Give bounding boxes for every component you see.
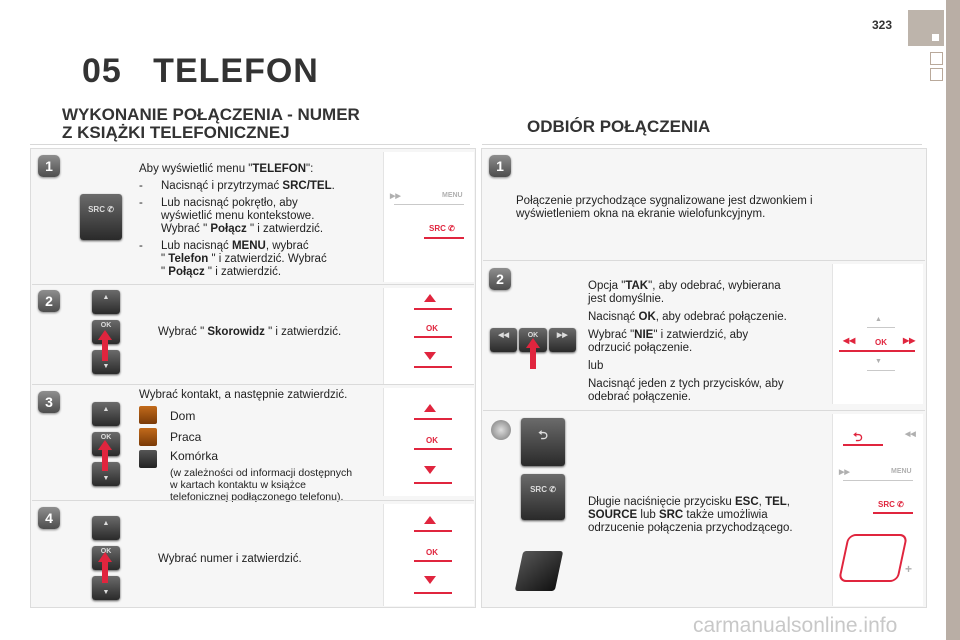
rewind-icon: ◀◀ bbox=[905, 431, 916, 438]
right-section-title: ODBIÓR POŁĄCZENIA bbox=[527, 117, 711, 136]
ok-label: OK bbox=[426, 548, 438, 557]
right-step-2-illustration: ▲ ◀◀ OK ▶▶ ▼ bbox=[832, 264, 923, 404]
src-red-label: SRC ✆ bbox=[878, 500, 904, 509]
right-step-1-badge: 1 bbox=[489, 155, 511, 177]
up-arrow-icon bbox=[424, 404, 436, 412]
press-arrow-stem bbox=[102, 449, 108, 471]
watermark: carmanualsonline.info bbox=[693, 614, 898, 637]
esc-icon: ⮌ bbox=[853, 430, 863, 444]
chapter-number: 05 bbox=[82, 52, 122, 90]
left-section-title: WYKONANIE POŁĄCZENIA - NUMER Z KSIĄŻKI T… bbox=[62, 106, 360, 142]
esc-button: ⮌ bbox=[521, 418, 565, 466]
press-arrow-icon bbox=[98, 330, 112, 340]
down-arrow-icon bbox=[424, 466, 436, 474]
right-step-3-illustration: ⮌ ◀◀ ▶▶ MENU SRC ✆ + bbox=[832, 414, 923, 606]
separator bbox=[32, 384, 474, 385]
right-step-2-text: Opcja "TAK", aby odebrać, wybierana jest… bbox=[588, 280, 787, 403]
separator bbox=[483, 260, 925, 261]
down-arrow-icon bbox=[424, 576, 436, 584]
forward-icon: ▶▶ bbox=[390, 193, 401, 200]
left-title-line1: WYKONANIE POŁĄCZENIA - NUMER bbox=[62, 105, 360, 124]
menu-label: MENU bbox=[891, 468, 912, 475]
press-arrow-stem bbox=[102, 561, 108, 583]
separator bbox=[32, 500, 474, 501]
ok-label: OK bbox=[426, 324, 438, 333]
right-step-2-badge: 2 bbox=[489, 268, 511, 290]
step-1-text: Aby wyświetlić menu "TELEFON": -Nacisnąć… bbox=[139, 163, 335, 278]
step-4-text: Wybrać numer i zatwierdzić. bbox=[158, 553, 302, 565]
fast-forward-icon: ▶▶ bbox=[548, 328, 576, 352]
right-step-3-text: Długie naciśnięcie przycisku ESC, TEL, S… bbox=[588, 496, 793, 534]
separator bbox=[483, 410, 925, 411]
red-underline bbox=[424, 237, 464, 239]
scroll-wheel-control: ▲ OK ▼ bbox=[92, 402, 120, 490]
press-arrow-stem bbox=[530, 347, 536, 369]
up-arrow-icon bbox=[424, 516, 436, 524]
gear-icon bbox=[491, 420, 511, 440]
rewind-icon: ◀◀ bbox=[490, 328, 518, 352]
press-arrow-icon bbox=[98, 552, 112, 562]
step-2-illustration: OK bbox=[383, 288, 474, 384]
scroll-wheel-control: ▲ OK ▼ bbox=[92, 290, 120, 378]
plus-icon: + bbox=[905, 562, 913, 576]
sidebar-strip bbox=[946, 0, 960, 640]
up-arrow-icon bbox=[424, 294, 436, 302]
menu-label: MENU bbox=[442, 192, 463, 199]
rewind-icon: ◀◀ bbox=[843, 336, 856, 345]
up-arrow-icon: ▲ bbox=[875, 316, 882, 323]
step-1-illustration: ▶▶ MENU SRC ✆ bbox=[383, 152, 474, 282]
left-title-rule bbox=[30, 144, 470, 145]
step-3-note: (w zależności od informacji dostępnych w… bbox=[170, 467, 353, 503]
chapter-heading: 05 TELEFON bbox=[82, 52, 319, 91]
right-step-1-text: Połączenie przychodzące sygnalizowane je… bbox=[516, 195, 813, 220]
press-arrow-icon bbox=[98, 440, 112, 450]
option-praca: Praca bbox=[170, 430, 202, 444]
tab-square-2 bbox=[930, 68, 943, 81]
guide-line bbox=[394, 204, 464, 205]
step-3-badge: 3 bbox=[38, 391, 60, 413]
right-title-rule bbox=[482, 144, 922, 145]
down-arrow-icon: ▼ bbox=[875, 358, 882, 365]
ok-label: OK bbox=[426, 436, 438, 445]
press-arrow-icon bbox=[526, 338, 540, 348]
chapter-title: TELEFON bbox=[153, 52, 319, 90]
step-2-text: Wybrać " Skorowidz " i zatwierdzić. bbox=[158, 326, 342, 338]
forward-icon: ▶▶ bbox=[839, 469, 850, 476]
tab-square-1 bbox=[930, 52, 943, 65]
step-3-illustration: OK bbox=[383, 388, 474, 496]
src-red-label: SRC ✆ bbox=[429, 224, 455, 233]
down-arrow-icon bbox=[424, 352, 436, 360]
home-icon bbox=[139, 406, 157, 424]
left-title-line2: Z KSIĄŻKI TELEFONICZNEJ bbox=[62, 123, 290, 142]
step-4-badge: 4 bbox=[38, 507, 60, 529]
tel-key-outline bbox=[837, 534, 909, 582]
press-arrow-stem bbox=[102, 339, 108, 361]
step-1-badge: 1 bbox=[38, 155, 60, 177]
step-4-illustration: OK bbox=[383, 504, 474, 606]
step-3-text: Wybrać kontakt, a następnie zatwierdzić. bbox=[139, 389, 348, 401]
step-2-badge: 2 bbox=[38, 290, 60, 312]
src-button: SRC ✆ bbox=[521, 474, 565, 520]
option-dom: Dom bbox=[170, 409, 196, 423]
fast-forward-icon: ▶▶ bbox=[903, 336, 916, 345]
page-number: 323 bbox=[872, 18, 893, 32]
mobile-icon bbox=[139, 450, 157, 468]
work-icon bbox=[139, 428, 157, 446]
chapter-tab-marker bbox=[908, 10, 944, 46]
ok-label: OK bbox=[875, 338, 887, 347]
tel-button bbox=[514, 551, 564, 591]
src-tel-button: SRC ✆ bbox=[80, 194, 122, 240]
separator bbox=[32, 284, 474, 285]
option-komorka: Komórka bbox=[170, 449, 219, 463]
